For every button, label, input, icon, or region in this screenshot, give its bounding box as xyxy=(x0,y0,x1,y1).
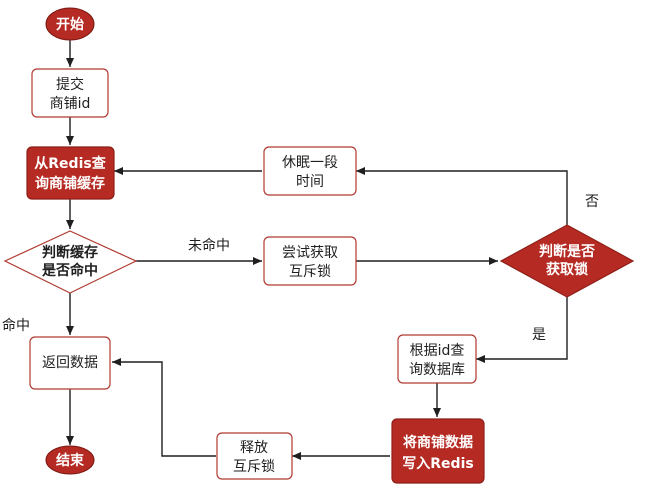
edge-label-hit: 命中 xyxy=(2,317,30,334)
check-lock-diamond xyxy=(499,224,635,298)
node-try-lock: 尝试获取 互斥锁 xyxy=(263,236,357,286)
node-check-cache: 判断缓存 是否命中 xyxy=(3,230,138,294)
sleep-box xyxy=(263,146,357,196)
query-db-box xyxy=(397,334,477,384)
node-check-lock: 判断是否 获取锁 xyxy=(499,224,635,298)
node-query-redis: 从Redis查 询商铺缓存 xyxy=(26,146,115,200)
node-submit: 提交 商铺id xyxy=(31,68,109,118)
node-return-data: 返回数据 xyxy=(29,336,111,390)
edge-check-lock-sleep xyxy=(356,167,568,225)
check-cache-label-line2: 是否命中 xyxy=(42,262,98,279)
edge-check-lock-query-db xyxy=(476,297,568,363)
check-cache-diamond xyxy=(3,230,138,294)
query-db-label-line1: 根据id查 xyxy=(410,343,465,359)
return-data-box xyxy=(29,336,111,390)
edge-label-yes: 是 xyxy=(532,327,546,343)
return-data-label: 返回数据 xyxy=(42,355,98,371)
end-label: 结束 xyxy=(56,452,85,469)
node-query-db: 根据id查 询数据库 xyxy=(397,334,477,384)
submit-box xyxy=(31,68,109,118)
sleep-label-line2: 时间 xyxy=(296,174,324,190)
write-redis-box xyxy=(391,418,485,484)
sleep-label-line1: 休眠一段 xyxy=(282,155,338,171)
query-db-label-line2: 询数据库 xyxy=(409,362,465,378)
node-write-redis: 将商铺数据 写入Redis xyxy=(391,418,485,484)
node-sleep: 休眠一段 时间 xyxy=(263,146,357,196)
node-release-lock: 释放 互斥锁 xyxy=(216,432,293,480)
node-start: 开始 xyxy=(45,7,95,41)
edges xyxy=(66,40,568,460)
try-lock-label-line1: 尝试获取 xyxy=(282,245,338,261)
check-lock-label-line2: 获取锁 xyxy=(546,261,588,278)
release-lock-label-line1: 释放 xyxy=(240,440,268,456)
check-lock-label-line1: 判断是否 xyxy=(539,243,595,260)
release-lock-box xyxy=(216,432,293,480)
release-lock-label-line2: 互斥锁 xyxy=(233,459,275,475)
write-redis-label-line2: 写入Redis xyxy=(402,456,473,472)
edge-label-miss: 未命中 xyxy=(188,237,230,254)
query-redis-label-line2: 询商铺缓存 xyxy=(35,175,105,192)
write-redis-label-line1: 将商铺数据 xyxy=(403,434,473,451)
edge-label-no: 否 xyxy=(585,194,599,210)
submit-label-line1: 提交 xyxy=(56,76,84,93)
edge-release-lock-return-data xyxy=(112,358,216,457)
query-redis-box xyxy=(26,146,115,200)
try-lock-box xyxy=(263,236,357,286)
end-terminal xyxy=(45,445,95,475)
query-redis-label-line1: 从Redis查 xyxy=(34,155,106,172)
node-end: 结束 xyxy=(45,445,95,475)
submit-label-line2: 商铺id xyxy=(50,96,91,112)
start-label: 开始 xyxy=(56,16,84,33)
check-cache-label-line1: 判断缓存 xyxy=(42,244,98,261)
try-lock-label-line2: 互斥锁 xyxy=(289,264,331,280)
start-terminal xyxy=(45,7,95,41)
